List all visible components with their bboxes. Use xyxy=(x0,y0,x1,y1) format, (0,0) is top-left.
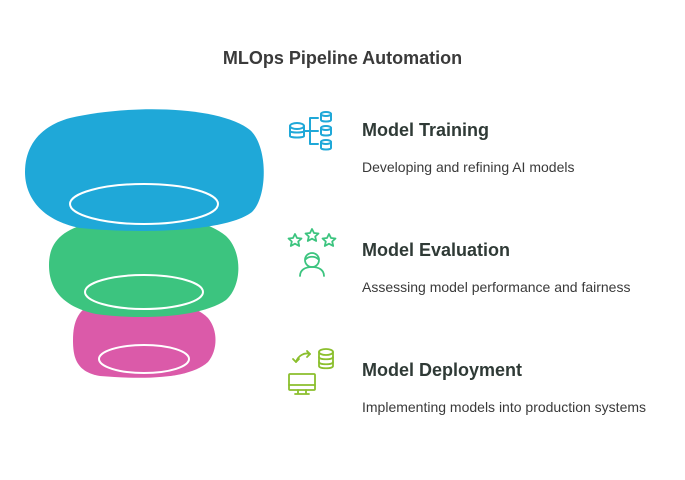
stage-heading: Model Evaluation xyxy=(362,240,511,260)
stage-description: Assessing model performance and fairness xyxy=(362,279,631,295)
stage-heading: Model Deployment xyxy=(362,360,523,380)
stage-description: Developing and refining AI models xyxy=(362,159,575,175)
funnel-tier-training-opening xyxy=(69,183,219,225)
stage-description: Implementing models into production syst… xyxy=(362,399,647,415)
funnel-tier-deployment xyxy=(73,299,216,378)
funnel-tier-evaluation-opening xyxy=(84,274,204,310)
stage-heading: Model Training xyxy=(362,120,490,140)
funnel-tier-deployment-opening xyxy=(98,344,190,374)
funnel-tier-evaluation xyxy=(49,215,239,318)
star-rating-person-icon xyxy=(287,228,337,277)
diagram-title: MLOps Pipeline Automation xyxy=(222,48,463,68)
monitor-database-sync-icon xyxy=(288,348,334,395)
funnel-tier-training xyxy=(25,109,264,231)
database-network-icon xyxy=(289,111,332,151)
